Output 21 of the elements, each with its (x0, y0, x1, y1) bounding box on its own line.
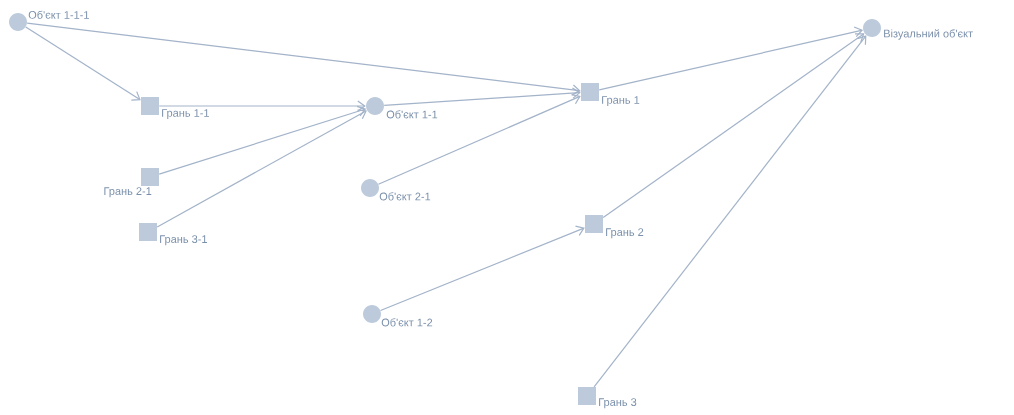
arrow (25, 26, 141, 101)
arrow (156, 109, 367, 228)
arrow (602, 33, 865, 219)
arrow (158, 105, 367, 175)
node-label: Грань 2-1 (104, 187, 152, 198)
node-label: Грань 1-1 (162, 109, 209, 120)
node-label: Грань 1 (602, 96, 640, 107)
arrow (598, 26, 864, 91)
arrow (379, 225, 585, 312)
arrow (158, 100, 366, 112)
node-label: Об'єкт 2-1 (379, 192, 431, 201)
node-label: Грань 3-1 (160, 235, 207, 246)
node-label: Об'єкт 1-1-1 (28, 10, 89, 19)
node-label: Грань 3 (599, 398, 637, 409)
arrow (383, 87, 581, 106)
node-label: Грань 2 (606, 228, 644, 239)
node-label: Об'єкт 1-2 (381, 318, 433, 327)
arrow (593, 35, 867, 388)
arrow (377, 94, 581, 185)
node-label: Візуальний об'єкт (884, 29, 973, 40)
node-label: Об'єкт 1-1 (386, 110, 438, 119)
